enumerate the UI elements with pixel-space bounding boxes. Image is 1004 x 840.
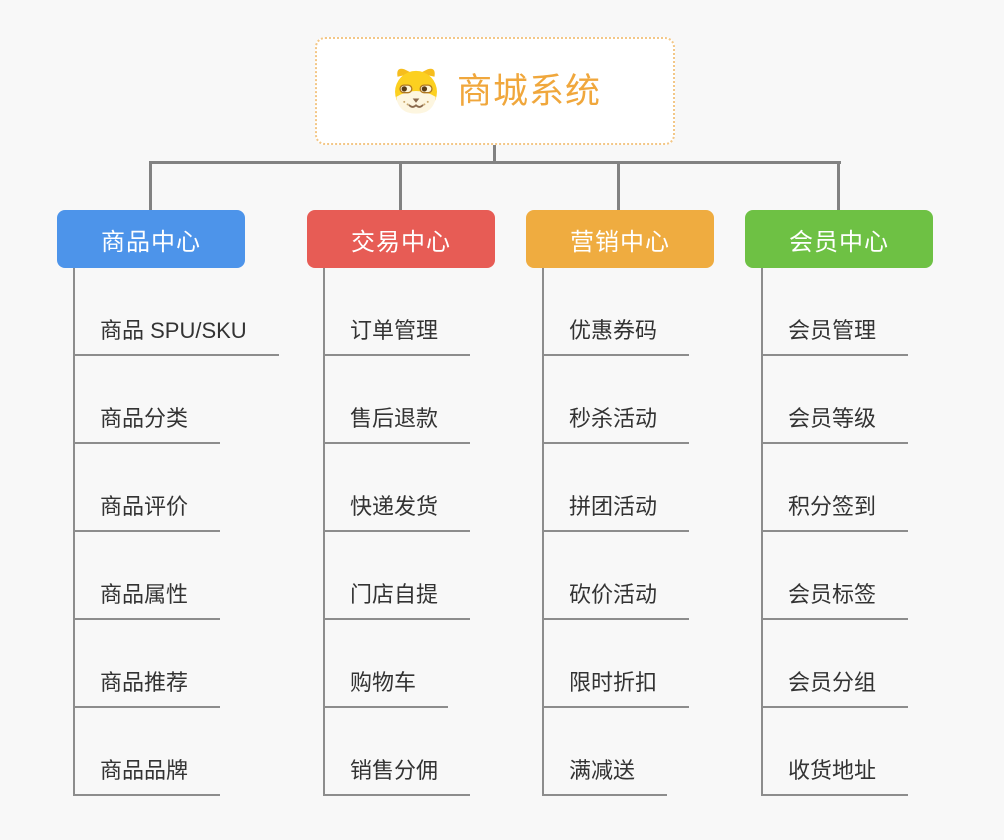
child-node[interactable]: 满减送 bbox=[542, 708, 689, 796]
child-node-label: 满减送 bbox=[542, 758, 668, 796]
child-node[interactable]: 商品分类 bbox=[73, 356, 279, 444]
root-node[interactable]: 商城系统 bbox=[315, 37, 675, 145]
child-node-label: 商品推荐 bbox=[73, 670, 221, 708]
child-node[interactable]: 订单管理 bbox=[323, 268, 471, 356]
branch-trunk-line bbox=[73, 268, 75, 796]
branch-label: 会员中心 bbox=[789, 228, 889, 256]
child-node[interactable]: 快递发货 bbox=[323, 444, 471, 532]
child-node[interactable]: 销售分佣 bbox=[323, 708, 471, 796]
branch-drop-line bbox=[149, 164, 152, 210]
child-node-label: 限时折扣 bbox=[542, 670, 690, 708]
child-node-label: 商品品牌 bbox=[73, 758, 221, 796]
branch-column: 会员中心 会员管理会员等级积分签到会员标签会员分组收货地址 bbox=[745, 210, 933, 796]
branch-label: 营销中心 bbox=[570, 228, 670, 256]
child-node-label: 快递发货 bbox=[323, 494, 471, 532]
shiba-dog-face-icon bbox=[395, 68, 437, 114]
child-node-label: 商品评价 bbox=[73, 494, 221, 532]
child-node[interactable]: 砍价活动 bbox=[542, 532, 690, 620]
branch-drop-line bbox=[837, 164, 840, 210]
child-node-label: 门店自提 bbox=[323, 582, 471, 620]
branch-drop-line bbox=[399, 164, 402, 210]
child-node[interactable]: 商品推荐 bbox=[73, 620, 279, 708]
branch-header[interactable]: 营销中心 bbox=[526, 210, 714, 268]
child-node-label: 砍价活动 bbox=[542, 582, 690, 620]
child-node-label: 秒杀活动 bbox=[542, 406, 690, 444]
child-node[interactable]: 收货地址 bbox=[761, 708, 909, 796]
branch-header[interactable]: 商品中心 bbox=[57, 210, 245, 268]
branch-header[interactable]: 交易中心 bbox=[307, 210, 495, 268]
child-node[interactable]: 商品属性 bbox=[73, 532, 279, 620]
branch-trunk-line bbox=[323, 268, 325, 796]
child-node-label: 销售分佣 bbox=[323, 758, 471, 796]
child-node[interactable]: 拼团活动 bbox=[542, 444, 690, 532]
branch-trunk-line bbox=[761, 268, 763, 796]
branch-label: 商品中心 bbox=[101, 228, 201, 256]
branch-children-list: 订单管理售后退款快递发货门店自提购物车销售分佣 bbox=[323, 268, 471, 796]
child-node[interactable]: 优惠券码 bbox=[542, 268, 690, 356]
child-node[interactable]: 购物车 bbox=[323, 620, 470, 708]
child-node-label: 会员标签 bbox=[761, 582, 909, 620]
child-node-label: 商品属性 bbox=[73, 582, 221, 620]
branch-column: 商品中心 商品 SPU/SKU 商品分类商品评价商品属性商品推荐商品品牌 bbox=[57, 210, 279, 796]
child-node-label: 商品分类 bbox=[73, 406, 221, 444]
root-connector-stub bbox=[493, 145, 496, 162]
child-node[interactable]: 售后退款 bbox=[323, 356, 471, 444]
child-node[interactable]: 商品 SPU/SKU bbox=[73, 268, 279, 356]
child-node[interactable]: 会员标签 bbox=[761, 532, 909, 620]
child-node-label: 收货地址 bbox=[761, 758, 909, 796]
branch-children-list: 商品 SPU/SKU 商品分类商品评价商品属性商品推荐商品品牌 bbox=[73, 268, 279, 796]
child-node-label: 会员分组 bbox=[761, 670, 909, 708]
branch-trunk-line bbox=[542, 268, 544, 796]
child-node-label: 售后退款 bbox=[323, 406, 471, 444]
child-node[interactable]: 会员管理 bbox=[761, 268, 909, 356]
child-node-label: 会员等级 bbox=[761, 406, 909, 444]
child-node[interactable]: 积分签到 bbox=[761, 444, 909, 532]
child-node[interactable]: 商品评价 bbox=[73, 444, 279, 532]
branch-children-list: 会员管理会员等级积分签到会员标签会员分组收货地址 bbox=[761, 268, 909, 796]
child-node-label: 积分签到 bbox=[761, 494, 909, 532]
child-node[interactable]: 商品品牌 bbox=[73, 708, 279, 796]
branch-column: 营销中心 优惠券码秒杀活动拼团活动砍价活动限时折扣满减送 bbox=[526, 210, 714, 796]
child-node[interactable]: 秒杀活动 bbox=[542, 356, 690, 444]
child-node-label: 会员管理 bbox=[761, 318, 909, 356]
child-node[interactable]: 会员分组 bbox=[761, 620, 909, 708]
child-node-label: 订单管理 bbox=[323, 318, 471, 356]
child-node[interactable]: 门店自提 bbox=[323, 532, 471, 620]
child-node-label: 购物车 bbox=[323, 670, 449, 708]
branch-children-list: 优惠券码秒杀活动拼团活动砍价活动限时折扣满减送 bbox=[542, 268, 690, 796]
branch-label: 交易中心 bbox=[351, 228, 451, 256]
branch-header[interactable]: 会员中心 bbox=[745, 210, 933, 268]
child-node-label: 拼团活动 bbox=[542, 494, 690, 532]
child-node-label: 商品 SPU/SKU bbox=[73, 318, 279, 356]
child-node[interactable]: 限时折扣 bbox=[542, 620, 690, 708]
child-node-label: 优惠券码 bbox=[542, 318, 690, 356]
child-node[interactable]: 会员等级 bbox=[761, 356, 909, 444]
branch-connector-bar bbox=[149, 161, 841, 164]
root-title: 商城系统 bbox=[456, 71, 601, 111]
branch-column: 交易中心 订单管理售后退款快递发货门店自提购物车销售分佣 bbox=[307, 210, 495, 796]
branch-drop-line bbox=[617, 164, 620, 210]
